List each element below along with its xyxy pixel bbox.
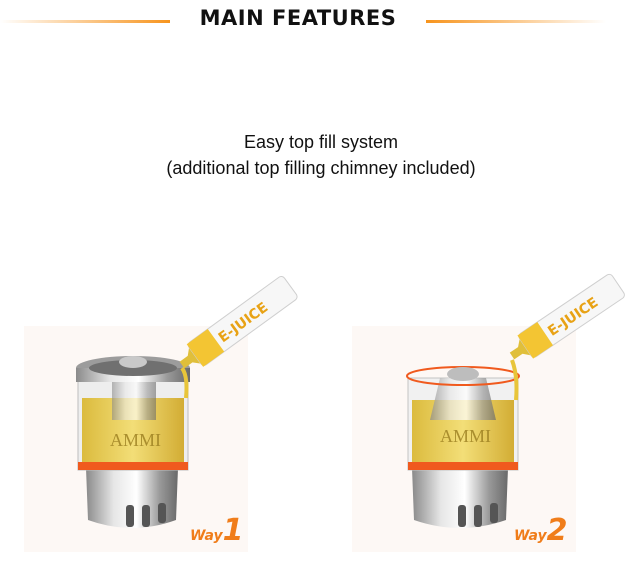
tank-logo: AMMI [440, 426, 491, 446]
feature-caption-line-2: (additional top filling chimney included… [166, 158, 476, 178]
tank-base [86, 468, 178, 528]
header-rule-right [426, 20, 606, 23]
tank-logo: AMMI [110, 430, 161, 450]
way-1-label: Way1 [190, 516, 244, 546]
section-title: MAIN FEATURES [199, 6, 397, 30]
orange-seal-ring [78, 462, 188, 470]
way-number: 1 [222, 513, 244, 548]
e-juice-bottle: E-JUICE [509, 273, 625, 360]
feature-caption-line-1: Easy top fill system [243, 132, 399, 152]
way-2-label: Way2 [514, 516, 568, 546]
way-word: Way [190, 528, 223, 544]
way-word: Way [514, 528, 547, 544]
way-number: 2 [546, 513, 568, 548]
header-rule-left [0, 20, 170, 23]
